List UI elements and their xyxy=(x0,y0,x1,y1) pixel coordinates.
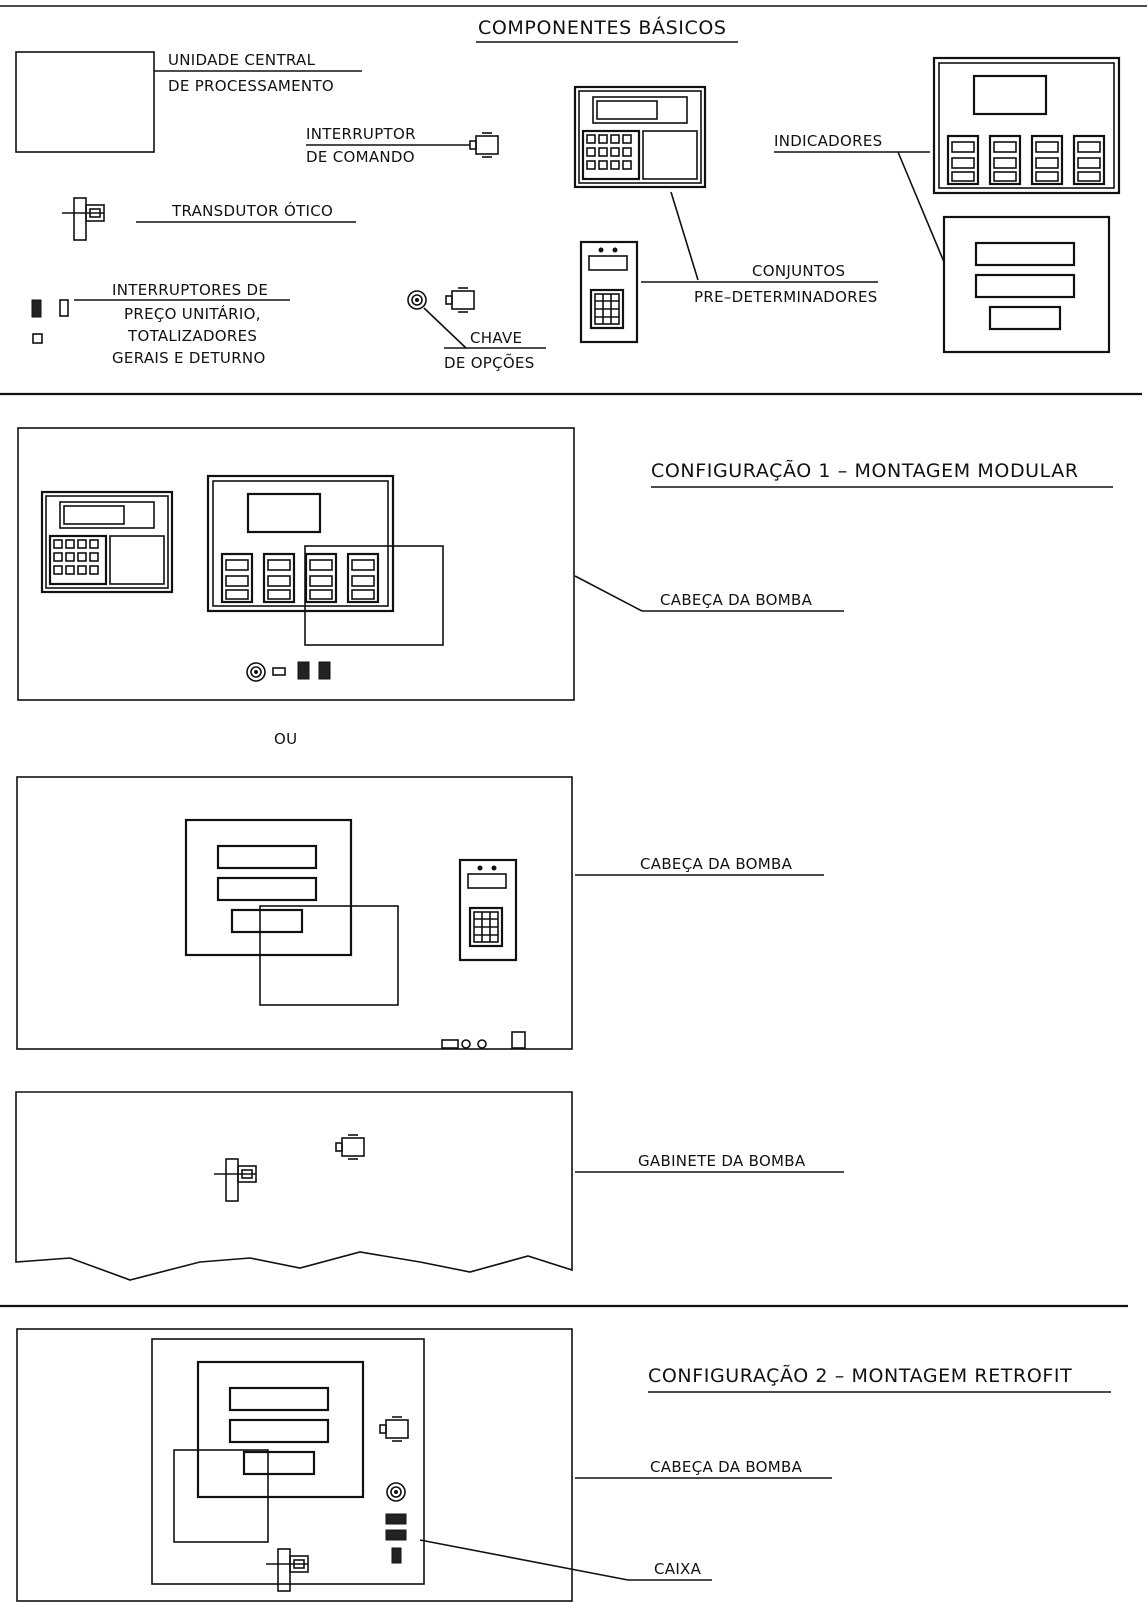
head-a-indicator-icon xyxy=(208,476,393,611)
cpu-box xyxy=(15,51,155,153)
preset-leader-a xyxy=(670,191,699,281)
optical-transducer-icon xyxy=(61,197,105,241)
price-switches-label-1: INTERRUPTORES DE xyxy=(112,281,268,299)
basic-components-section: COMPONENTES BÁSICOS UNIDADE CENTRAL DE P… xyxy=(15,16,1119,372)
config2-section: CONFIGURAÇÃO 2 – MONTAGEM RETROFIT CABEÇ… xyxy=(16,1328,1111,1602)
head-a-leader xyxy=(574,575,643,612)
price-switch-icon xyxy=(31,299,42,318)
retrofit-box-leader xyxy=(419,1539,629,1581)
cabinet-label: GABINETE DA BOMBA xyxy=(638,1152,806,1170)
indicator-modular-icon xyxy=(934,58,1119,193)
price-switches-label-2: PREÇO UNITÁRIO, xyxy=(124,304,261,323)
head-a-label: CABEÇA DA BOMBA xyxy=(660,591,813,609)
pump-head-b-frame xyxy=(16,776,573,1050)
price-switch-icon-2 xyxy=(59,299,69,317)
cabinet-transducer-icon xyxy=(213,1158,257,1202)
head-a-switch-icon xyxy=(272,667,286,676)
preset-unit-slim-icon xyxy=(579,240,639,344)
preset-unit-keypad-icon xyxy=(573,85,707,189)
retrofit-box-label: CAIXA xyxy=(654,1560,702,1578)
config1-section: CONFIGURAÇÃO 1 – MONTAGEM MODULAR CABEÇA… xyxy=(15,427,1113,1281)
cpu-label-line1: UNIDADE CENTRAL xyxy=(168,51,316,69)
head-b-option-key-icon xyxy=(461,1039,471,1049)
transducer-label: TRANSDUTOR ÓTICO xyxy=(171,201,333,220)
or-label: OU xyxy=(274,730,297,748)
price-switches-label-4: GERAIS E DETURNO xyxy=(112,349,266,367)
indicator-compact-icon xyxy=(942,215,1111,354)
pump-head-a-frame xyxy=(17,427,575,701)
command-switch-label-line1: INTERRUPTOR xyxy=(306,125,416,143)
cpu-label-line2: DE PROCESSAMENTO xyxy=(168,77,334,95)
retrofit-box-frame xyxy=(151,1338,425,1585)
option-key-icon xyxy=(407,290,427,310)
option-key-leader xyxy=(423,307,467,349)
head-a-option-key-icon xyxy=(246,662,266,682)
retrofit-head-label: CABEÇA DA BOMBA xyxy=(650,1458,803,1476)
retrofit-command-switch-icon xyxy=(379,1416,409,1442)
price-switches-label-3: TOTALIZADORES xyxy=(127,327,257,345)
head-b-indicator-icon xyxy=(184,818,353,957)
retrofit-price-switch-icon xyxy=(385,1513,407,1525)
price-switch-icon-3 xyxy=(32,333,43,344)
retrofit-head-frame xyxy=(16,1328,573,1602)
command-switch-label-line2: DE COMANDO xyxy=(306,148,415,166)
retrofit-option-key-icon xyxy=(386,1482,406,1502)
command-switch-icon xyxy=(469,132,499,158)
head-a-preset-icon xyxy=(40,490,174,594)
indicators-label: INDICADORES xyxy=(774,132,882,150)
head-a-price-switch-icon xyxy=(297,661,310,680)
head-b-command-switch-icon xyxy=(511,1031,526,1049)
retrofit-price-switch-icon-3 xyxy=(391,1547,402,1564)
head-b-option-key-icon-2 xyxy=(477,1039,487,1049)
config2-title: CONFIGURAÇÃO 2 – MONTAGEM RETROFIT xyxy=(648,1364,1072,1387)
retrofit-price-switch-icon-2 xyxy=(385,1529,407,1541)
head-a-price-switch-icon-2 xyxy=(318,661,331,680)
head-b-switch-icon xyxy=(441,1039,459,1049)
option-key-switch-icon xyxy=(445,287,475,313)
preset-label-1: CONJUNTOS xyxy=(752,262,845,280)
config1-title: CONFIGURAÇÃO 1 – MONTAGEM MODULAR xyxy=(651,459,1079,482)
option-key-label-1: CHAVE xyxy=(470,329,522,347)
indicators-leader-b xyxy=(897,151,945,263)
head-b-preset-icon xyxy=(458,858,518,962)
section-title: COMPONENTES BÁSICOS xyxy=(478,16,727,39)
cabinet-command-switch-icon xyxy=(335,1134,365,1160)
preset-label-2: PRE–DETERMINADORES xyxy=(694,288,878,306)
option-key-label-2: DE OPÇÕES xyxy=(444,353,535,372)
retrofit-indicator-icon xyxy=(196,1360,365,1499)
head-b-label: CABEÇA DA BOMBA xyxy=(640,855,793,873)
pump-cabinet-frame xyxy=(15,1091,573,1281)
